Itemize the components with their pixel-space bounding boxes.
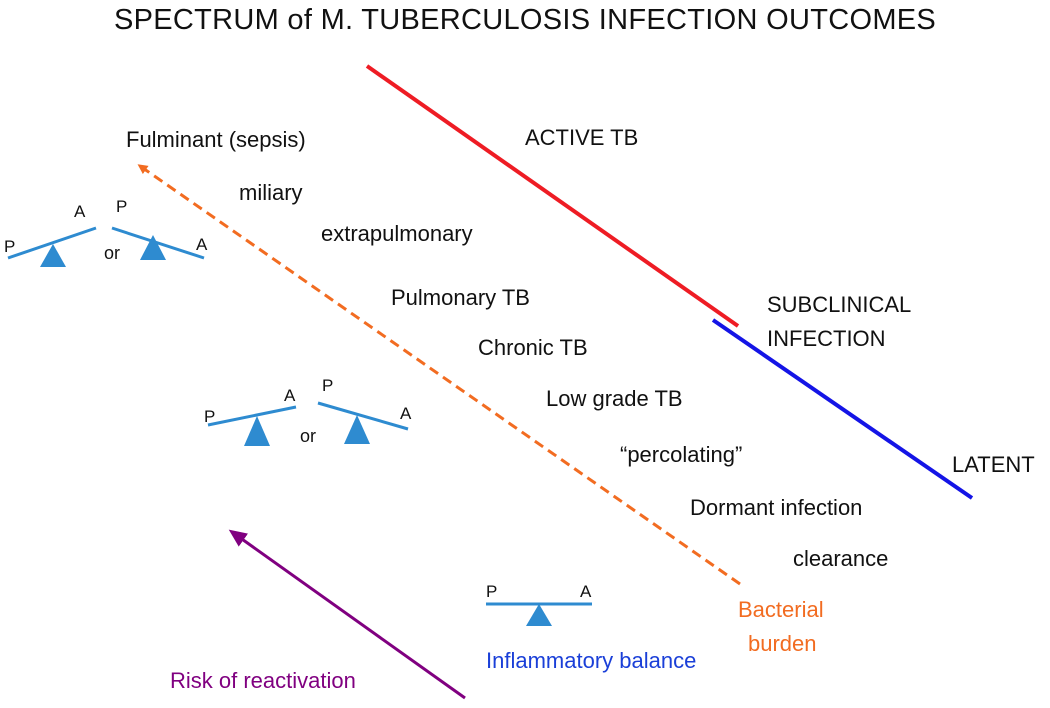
risk-of-reactivation-arrow <box>228 529 466 700</box>
outcome-chronic-tb: Chronic TB <box>478 335 588 360</box>
seesaw-a-label: A <box>580 582 592 601</box>
subclinical-latent-line <box>711 318 974 500</box>
outcome-clearance: clearance <box>793 546 889 571</box>
balance-level: P A <box>486 582 592 626</box>
category-latent: LATENT <box>952 452 1035 477</box>
seesaw-a-label: A <box>196 235 208 254</box>
outcome-miliary: miliary <box>239 180 303 205</box>
seesaw-p-label: P <box>486 582 497 601</box>
inflammatory-balance-label: Inflammatory balance <box>486 648 697 673</box>
category-active-tb: ACTIVE TB <box>525 125 639 150</box>
outcome-extrapulmonary: extrapulmonary <box>321 221 473 246</box>
balance-group-middle: P A or P A <box>204 376 412 446</box>
or-label: or <box>300 426 316 446</box>
diagram-title: SPECTRUM of M. TUBERCULOSIS INFECTION OU… <box>113 4 937 36</box>
or-label: or <box>104 243 120 263</box>
seesaw-tilted-right: P A <box>317 376 412 444</box>
outcome-pulmonary-tb: Pulmonary TB <box>391 285 530 310</box>
category-subclinical-line1: SUBCLINICAL <box>767 292 912 317</box>
seesaw-a-label: A <box>284 386 296 405</box>
seesaw-tilted-right: P A <box>111 197 208 260</box>
outcome-low-grade-tb: Low grade TB <box>546 386 683 411</box>
outcome-dormant-infection: Dormant infection <box>690 495 863 520</box>
bacterial-burden-label-line1: Bacterial <box>738 597 824 622</box>
seesaw-tilted-left: P A <box>4 202 97 267</box>
outcome-fulminant: Fulminant (sepsis) <box>126 127 306 152</box>
seesaw-p-label: P <box>4 237 15 256</box>
category-subclinical-line2: INFECTION <box>767 326 886 351</box>
bacterial-burden-arrow <box>137 164 741 586</box>
active-tb-line <box>365 64 740 328</box>
seesaw-p-label: P <box>322 376 333 395</box>
bacterial-burden-label-line2: burden <box>748 631 817 656</box>
seesaw-p-label: P <box>204 407 215 426</box>
seesaw-tilted-left: P A <box>204 386 297 446</box>
risk-of-reactivation-label: Risk of reactivation <box>170 668 356 693</box>
seesaw-a-label: A <box>74 202 86 221</box>
outcome-percolating: “percolating” <box>620 442 743 467</box>
seesaw-p-label: P <box>116 197 127 216</box>
balance-group-top: P A or P A <box>4 197 208 267</box>
seesaw-a-label: A <box>400 404 412 423</box>
